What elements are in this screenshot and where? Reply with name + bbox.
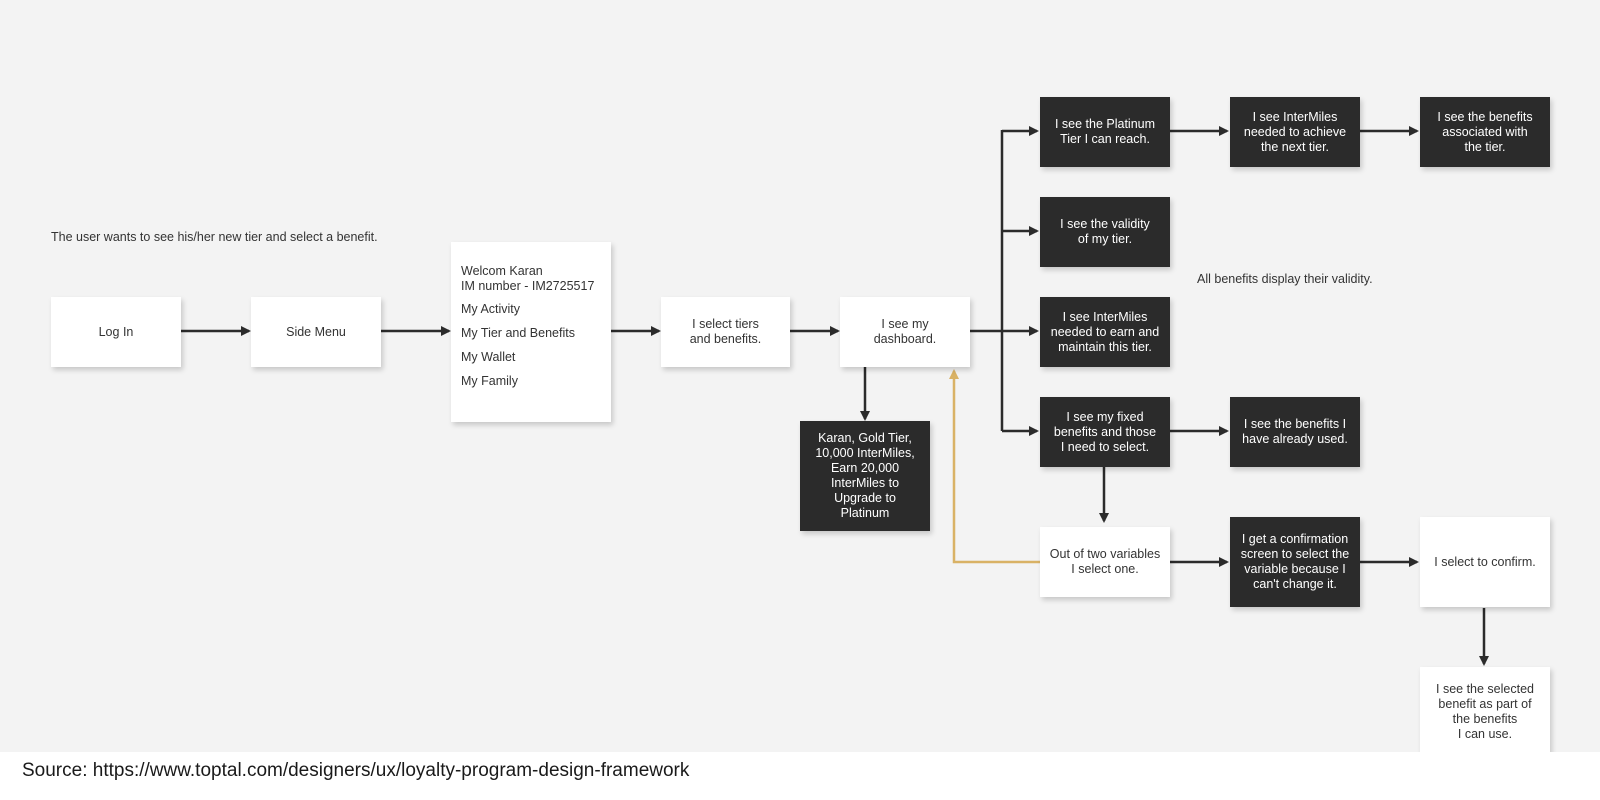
intro-note: The user wants to see his/her new tier a… [51,230,378,244]
menu-item-family: My Family [461,374,518,388]
node-used-benefits: I see the benefits I have already used. [1230,397,1360,467]
node-side-menu: Side Menu [251,297,381,367]
node-select-tiers: I select tiers and benefits. [661,297,790,367]
node-confirm: I select to confirm. [1420,517,1550,607]
menu-item-activity: My Activity [461,302,521,316]
node-validity: I see the validity of my tier. [1040,197,1170,267]
node-platinum-tier: I see the Platinum Tier I can reach. [1040,97,1170,167]
return-arrow-to-dashboard [949,369,1040,564]
node-two-variables: Out of two variables I select one. [1040,527,1170,597]
flow-diagram: The user wants to see his/her new tier a… [0,0,1600,752]
menu-item-tier-benefits: My Tier and Benefits [461,326,575,340]
node-menu-screen: Welcom Karan IM number - IM2725517 My Ac… [451,242,611,422]
menu-item-wallet: My Wallet [461,350,516,364]
node-confirmation: I get a confirmation screen to select th… [1230,517,1360,607]
node-tier-benefits: I see the benefits associated with the t… [1420,97,1550,167]
node-dashboard-info: Karan, Gold Tier, 10,000 InterMiles, Ear… [800,421,930,531]
node-fixed-benefits: I see my fixed benefits and those I need… [1040,397,1170,467]
menu-welcome-header: Welcom Karan IM number - IM2725517 [461,264,595,293]
node-intermiles-next: I see InterMiles needed to achieve the n… [1230,97,1360,167]
connector-arrows [181,126,1489,666]
validity-note: All benefits display their validity. [1197,272,1373,286]
node-login: Log In [51,297,181,367]
source-caption: Source: https://www.toptal.com/designers… [22,760,690,781]
node-selected-benefit: I see the selected benefit as part of th… [1420,667,1550,752]
node-dashboard: I see my dashboard. [840,297,970,367]
node-maintain: I see InterMiles needed to earn and main… [1040,297,1170,367]
